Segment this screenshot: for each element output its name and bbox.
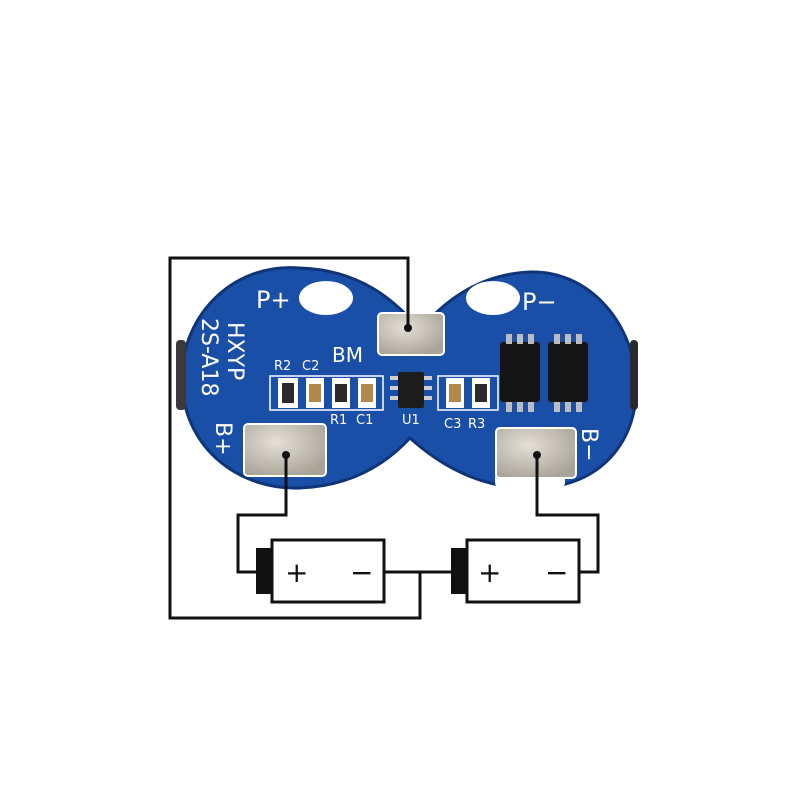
battery-2-minus: −: [545, 556, 568, 589]
label-c3: C3: [444, 417, 461, 432]
pcb-edge-right: [630, 340, 638, 410]
label-r3: R3: [468, 417, 485, 432]
wire-b-minus: [535, 455, 600, 574]
label-c1: C1: [356, 413, 373, 428]
label-bm: BM: [332, 343, 363, 367]
pcb-board: P+ P− BM HXYP 2S-A18 B+ B− R2 C2 R1 C1 U…: [176, 266, 638, 490]
battery-2-body: [465, 538, 581, 604]
smd-cap-c3: [446, 378, 464, 408]
bm-pad: [377, 312, 445, 356]
wiring: [168, 256, 600, 620]
battery-1: + −: [256, 538, 386, 604]
label-b-minus: B−: [576, 428, 601, 462]
bm-dot: [404, 324, 412, 332]
smd-resistor-r2: [278, 378, 298, 408]
battery-2: + −: [451, 538, 581, 604]
label-u1: U1: [402, 413, 420, 428]
silk-frame-left: [269, 375, 384, 411]
mount-hole-left: [299, 281, 353, 315]
label-c2: C2: [302, 359, 319, 374]
silk-frame-right: [437, 375, 499, 411]
mosfet-1: [500, 334, 540, 412]
label-r2: R2: [274, 359, 291, 374]
label-r1: R1: [330, 413, 347, 428]
label-p-plus: P+: [256, 286, 291, 314]
label-model: 2S-A18: [196, 318, 221, 396]
smd-resistor-r1: [332, 378, 350, 408]
smd-cap-c2: [306, 378, 324, 408]
battery-2-cap: [451, 548, 467, 594]
wire-bm-loop: [168, 256, 422, 620]
battery-1-minus: −: [350, 556, 373, 589]
battery-1-plus: +: [285, 556, 308, 589]
ic-u1: [390, 372, 432, 408]
label-b-plus: B+: [210, 422, 235, 456]
b-minus-dot: [533, 451, 541, 459]
label-brand: HXYP: [222, 322, 247, 380]
b-plus-dot: [282, 451, 290, 459]
mount-hole-right: [466, 281, 520, 315]
battery-2-plus: +: [478, 556, 501, 589]
pcb-edge-left: [176, 340, 186, 410]
smd-resistor-r3: [472, 378, 490, 408]
battery-1-cap: [256, 548, 272, 594]
smd-cap-c1: [358, 378, 376, 408]
wire-b-plus: [236, 452, 288, 574]
mosfet-2: [548, 334, 588, 412]
battery-1-body: [270, 538, 386, 604]
label-p-minus: P−: [522, 288, 557, 316]
